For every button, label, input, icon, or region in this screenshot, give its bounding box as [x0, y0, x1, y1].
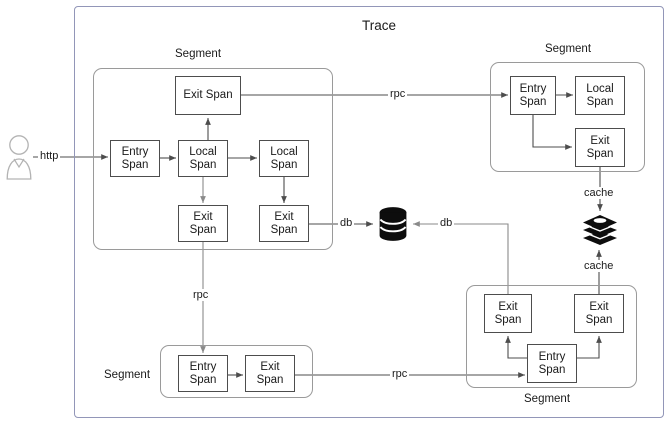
trace-frame [74, 6, 664, 418]
segment-label-1: Segment [175, 48, 222, 60]
database-icon [379, 207, 407, 241]
segment-group-3 [160, 345, 313, 398]
edge-label-rpc: rpc [388, 88, 408, 100]
user-actor-icon [6, 135, 32, 180]
span-node-local[interactable]: Local Span [259, 140, 309, 177]
span-node-exit[interactable]: Exit Span [175, 76, 241, 115]
span-node-entry[interactable]: Entry Span [510, 76, 556, 115]
span-node-exit[interactable]: Exit Span [245, 355, 295, 392]
segment-label-3: Segment [104, 369, 151, 381]
span-node-exit[interactable]: Exit Span [484, 294, 532, 333]
span-node-local[interactable]: Local Span [178, 140, 228, 177]
span-node-exit[interactable]: Exit Span [575, 128, 625, 167]
span-node-local[interactable]: Local Span [575, 76, 625, 115]
edge-label-db: db [338, 217, 355, 229]
edge-label-rpc: rpc [191, 289, 211, 301]
segment-group-1 [93, 68, 333, 250]
segment-group-2 [490, 62, 645, 172]
span-node-exit[interactable]: Exit Span [574, 294, 624, 333]
span-node-entry[interactable]: Entry Span [110, 140, 160, 177]
cache-stack-icon [583, 215, 617, 245]
span-node-exit[interactable]: Exit Span [178, 205, 228, 242]
edge-label-cache: cache [582, 260, 616, 272]
span-node-entry[interactable]: Entry Span [527, 344, 577, 383]
span-node-exit[interactable]: Exit Span [259, 205, 309, 242]
edge-label-cache: cache [582, 187, 616, 199]
edge-label-rpc: rpc [390, 368, 410, 380]
span-node-entry[interactable]: Entry Span [178, 355, 228, 392]
segment-label-4: Segment [524, 393, 571, 405]
segment-group-4 [466, 285, 637, 388]
edge-label-db: db [438, 217, 455, 229]
edge-label-http: http [38, 150, 61, 162]
segment-label-2: Segment [545, 43, 592, 55]
diagram-title: Trace [362, 18, 397, 33]
